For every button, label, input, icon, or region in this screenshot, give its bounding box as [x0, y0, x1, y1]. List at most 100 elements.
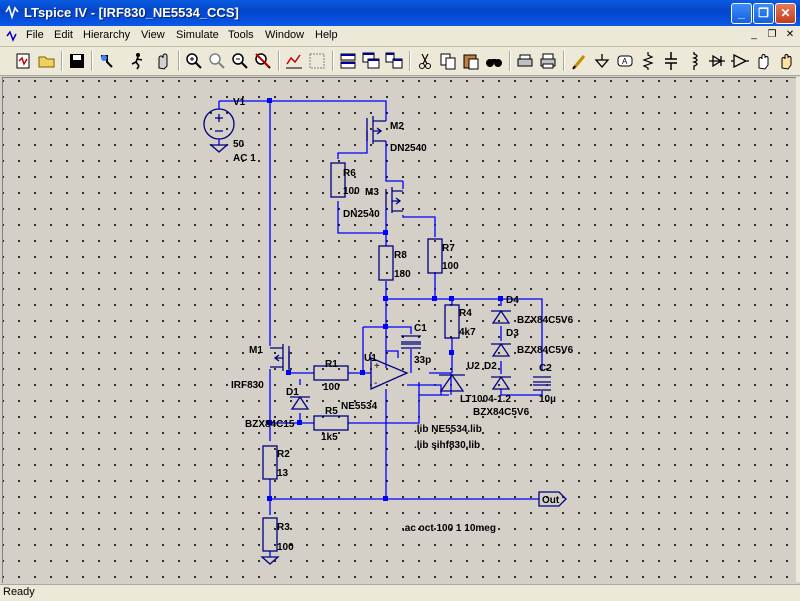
mosfet-m3[interactable]	[385, 187, 403, 213]
cascade-icon[interactable]	[360, 50, 382, 72]
wire-icon[interactable]	[568, 50, 590, 72]
close-icon: ✕	[780, 6, 791, 20]
schematic-drawing[interactable]: + - V1 50 AC 1 M2 DN2540 R6 100	[3, 78, 797, 583]
open-icon[interactable]	[36, 50, 58, 72]
component-icon[interactable]	[729, 50, 751, 72]
zener-d3[interactable]	[491, 342, 511, 357]
zoom-in-icon[interactable]	[183, 50, 205, 72]
zener-d2[interactable]	[491, 375, 511, 390]
move-icon[interactable]	[752, 50, 774, 72]
title-bar[interactable]: LTspice IV - [IRF830_NE5534_CCS] _ ❐ ✕	[0, 0, 800, 26]
print-preview-icon[interactable]	[514, 50, 536, 72]
v1-ac: AC 1	[233, 153, 256, 164]
vertical-scrollbar[interactable]	[796, 77, 800, 582]
zoom-cancel-icon[interactable]	[252, 50, 274, 72]
menu-hierarchy[interactable]: Hierarchy	[83, 29, 131, 41]
drag-icon[interactable]	[775, 50, 797, 72]
mdi-restore-icon[interactable]: ❐	[767, 29, 777, 40]
inductor-icon[interactable]	[683, 50, 705, 72]
resistor-r7[interactable]	[427, 238, 443, 274]
d3-value: BZX84C5V6	[517, 345, 574, 356]
capacitor-c1[interactable]	[401, 335, 421, 349]
resistor-r6[interactable]	[330, 162, 346, 198]
control-panel-icon[interactable]	[96, 50, 118, 72]
menu-simulate[interactable]: Simulate	[176, 29, 219, 41]
resistor-r2[interactable]	[262, 445, 278, 480]
reference-u2[interactable]	[439, 373, 465, 392]
halt-icon[interactable]	[151, 50, 173, 72]
m3-value: DN2540	[343, 209, 380, 220]
u2-value: LT1004-1.2	[460, 394, 511, 405]
d4-name: D4	[506, 295, 519, 306]
mosfet-m1[interactable]	[270, 344, 290, 371]
zener-d4[interactable]	[491, 309, 511, 324]
mdi-close-icon[interactable]: ✕	[785, 29, 795, 40]
minimize-icon: _	[738, 6, 745, 20]
resistor-icon[interactable]	[637, 50, 659, 72]
r6-name: R6	[343, 168, 356, 179]
close-button[interactable]: ✕	[775, 3, 796, 24]
plot-settings-icon[interactable]	[283, 50, 305, 72]
diode-icon[interactable]	[706, 50, 728, 72]
zoom-pan-icon[interactable]	[206, 50, 228, 72]
toolbar-separator	[61, 51, 63, 71]
opamp-u1[interactable]: + -	[370, 357, 409, 391]
find-icon[interactable]	[483, 50, 505, 72]
toolbar-separator	[409, 51, 411, 71]
ground-icon[interactable]	[591, 50, 613, 72]
resistor-r8[interactable]	[378, 245, 394, 281]
new-schematic-icon[interactable]	[12, 50, 34, 72]
label-net-icon[interactable]: A	[614, 50, 636, 72]
run-icon[interactable]	[126, 50, 148, 72]
resistor-r3[interactable]	[262, 517, 278, 552]
d2-value: BZX84C5V6	[473, 407, 530, 418]
menu-help[interactable]: Help	[315, 29, 338, 41]
ac-directive[interactable]: .ac oct 100 1 10meg	[402, 523, 496, 534]
print-icon[interactable]	[537, 50, 559, 72]
capacitor-icon[interactable]	[660, 50, 682, 72]
r1-name: R1	[325, 359, 338, 370]
paste-icon[interactable]	[460, 50, 482, 72]
document-icon[interactable]	[4, 28, 20, 44]
tile-horizontal-icon[interactable]	[337, 50, 359, 72]
r3-name: R3	[277, 522, 290, 533]
voltage-source-v1[interactable]	[203, 108, 235, 153]
save-icon[interactable]	[66, 50, 88, 72]
autorange-icon[interactable]	[306, 50, 328, 72]
c1-name: C1	[414, 323, 427, 334]
menu-view[interactable]: View	[141, 29, 165, 41]
m1-value: IRF830	[231, 380, 264, 391]
d3-name: D3	[506, 328, 519, 339]
lib-directive-sihf830[interactable]: .lib sihf830.lib	[414, 440, 480, 451]
r4-value: 4k7	[459, 327, 476, 338]
maximize-button[interactable]: ❐	[753, 3, 774, 24]
out-port[interactable]	[538, 491, 567, 507]
zener-d1[interactable]	[290, 395, 310, 410]
out-label: Out	[542, 495, 560, 506]
resistor-r4[interactable]	[444, 304, 460, 339]
mdi-minimize-icon[interactable]: _	[751, 29, 757, 40]
capacitor-c2[interactable]	[533, 376, 551, 391]
r7-value: 100	[442, 261, 459, 272]
r7-name: R7	[442, 243, 455, 254]
menu-file[interactable]: File	[26, 29, 44, 41]
ltspice-app-icon[interactable]	[4, 4, 20, 20]
resistor-r5[interactable]	[313, 415, 349, 431]
zoom-out-icon[interactable]	[229, 50, 251, 72]
cut-icon[interactable]	[414, 50, 436, 72]
mosfet-m2[interactable]	[366, 116, 386, 144]
minimize-button[interactable]: _	[731, 3, 752, 24]
resistor-r1[interactable]	[313, 365, 349, 381]
wires[interactable]	[218, 100, 543, 557]
schematic-canvas[interactable]: + - V1 50 AC 1 M2 DN2540 R6 100	[2, 77, 797, 583]
menu-edit[interactable]: Edit	[54, 29, 73, 41]
m1-name: M1	[249, 345, 263, 356]
v1-name: V1	[233, 97, 246, 108]
menu-window[interactable]: Window	[265, 29, 305, 41]
svg-text:A: A	[622, 57, 628, 66]
menu-tools[interactable]: Tools	[228, 29, 254, 41]
lib-directive-ne5534[interactable]: .lib NE5534.lib	[414, 424, 482, 435]
menu-bar: File Edit Hierarchy View Simulate Tools …	[0, 26, 800, 47]
copy-icon[interactable]	[437, 50, 459, 72]
tile-vertical-icon[interactable]	[383, 50, 405, 72]
